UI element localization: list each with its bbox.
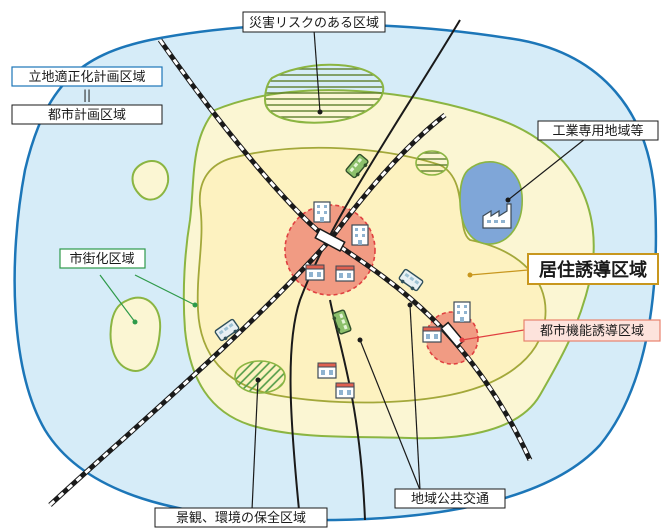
landscape-label-box <box>154 507 328 528</box>
hazard-area-small <box>415 150 449 176</box>
leader-function <box>461 329 525 341</box>
location-plan-label-box <box>11 66 163 87</box>
location-plan-label: 立地適正化計画区域 <box>28 69 145 85</box>
urbanization-island-top <box>131 160 170 201</box>
leader-landscape <box>251 379 259 511</box>
urban-function-label-box <box>523 319 661 342</box>
house-icon <box>335 382 355 399</box>
city-plan-label: 都市計画区域 <box>48 107 126 123</box>
railway-1-ties <box>158 39 532 461</box>
leader-urbanization-2 <box>99 274 136 323</box>
building-icon <box>453 301 471 323</box>
industrial-label: 工業専用地域等 <box>552 123 643 139</box>
city-plan-label-box <box>11 104 163 125</box>
industrial-label-box <box>537 120 659 141</box>
transport-label-box <box>394 488 506 509</box>
hazard-area <box>263 63 385 124</box>
leader-transport-2 <box>359 339 421 491</box>
station-main <box>314 227 346 253</box>
landscape-label: 景観、環境の保全区域 <box>176 510 306 526</box>
urbanization-label-box <box>59 248 146 269</box>
hazard-label: 災害リスクのある区域 <box>249 15 379 31</box>
leader-urbanization <box>134 274 196 306</box>
landscape-area <box>234 360 286 394</box>
hazard-label-box <box>242 11 386 33</box>
leader-transport-1 <box>409 304 421 491</box>
residential-label-box <box>527 253 659 285</box>
leader-residential <box>469 269 529 276</box>
transport-label: 地域公共交通 <box>411 491 489 507</box>
shop-icon <box>305 264 325 281</box>
leader-hazard <box>313 29 321 113</box>
industrial-area <box>459 160 523 245</box>
station-sub <box>440 321 465 348</box>
shop-icon <box>335 265 355 282</box>
building-icon <box>351 224 369 246</box>
railway-2-ties <box>48 113 446 507</box>
leader-industrial <box>507 134 591 201</box>
residential-label: 居住誘導区域 <box>539 259 647 281</box>
factory-icon <box>482 203 512 229</box>
urbanization-label: 市街化区域 <box>69 251 134 267</box>
urban-function-label: 都市機能誘導区域 <box>540 323 644 339</box>
shop-icon <box>317 362 337 379</box>
building-icon <box>313 201 331 223</box>
equals-mark: || <box>83 88 91 102</box>
bus-road-1 <box>289 19 461 521</box>
shop-icon <box>422 326 442 343</box>
urbanization-island-bottom <box>109 296 162 372</box>
